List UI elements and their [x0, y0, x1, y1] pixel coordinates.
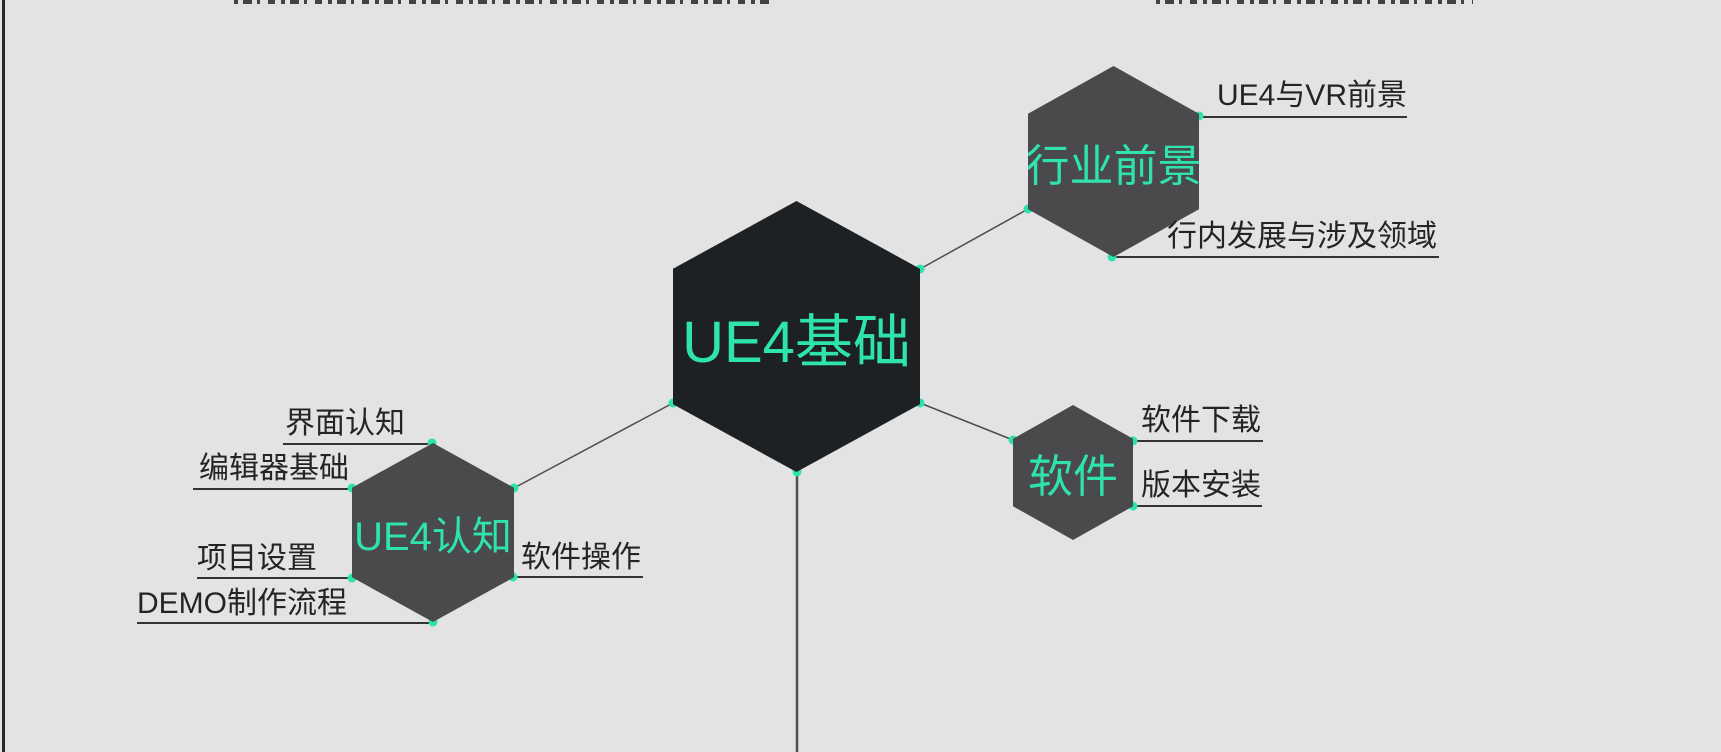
leaf-ue4-vr-prospect[interactable]: UE4与VR前景	[1216, 79, 1407, 112]
clipped-top-text-left	[234, 0, 774, 4]
leaf-underlines	[137, 116, 1439, 624]
leaf-version-install[interactable]: 版本安装	[1141, 469, 1261, 502]
leaf-industry-development[interactable]: 行内发展与涉及领域	[1167, 220, 1437, 253]
left-edge-border	[2, 0, 5, 752]
topic-software-label: 软件	[1027, 451, 1118, 502]
leaf-software-download[interactable]: 软件下载	[1141, 404, 1261, 437]
topic-industry-label: 行业前景	[1025, 141, 1202, 191]
clipped-top-text-right	[1156, 0, 1473, 4]
leaf-ui-cognition[interactable]: 界面认知	[285, 407, 405, 440]
leaf-software-operation[interactable]: 软件操作	[521, 541, 641, 574]
topic-cognition-label: UE4认知	[354, 514, 512, 559]
topic-software-hexagon[interactable]: 软件	[1013, 405, 1133, 540]
leaf-editor-basics[interactable]: 编辑器基础	[199, 452, 349, 485]
line-root-to-software	[919, 402, 1014, 441]
branch-lines	[513, 208, 1029, 752]
leaf-project-settings[interactable]: 项目设置	[197, 542, 317, 575]
leaf-demo-workflow[interactable]: DEMO制作流程	[137, 587, 347, 620]
topic-root-label: UE4基础	[682, 309, 911, 375]
line-root-to-industry	[919, 208, 1029, 270]
topic-root-hexagon[interactable]: UE4基础	[673, 201, 920, 472]
line-root-to-cognition	[513, 402, 674, 489]
